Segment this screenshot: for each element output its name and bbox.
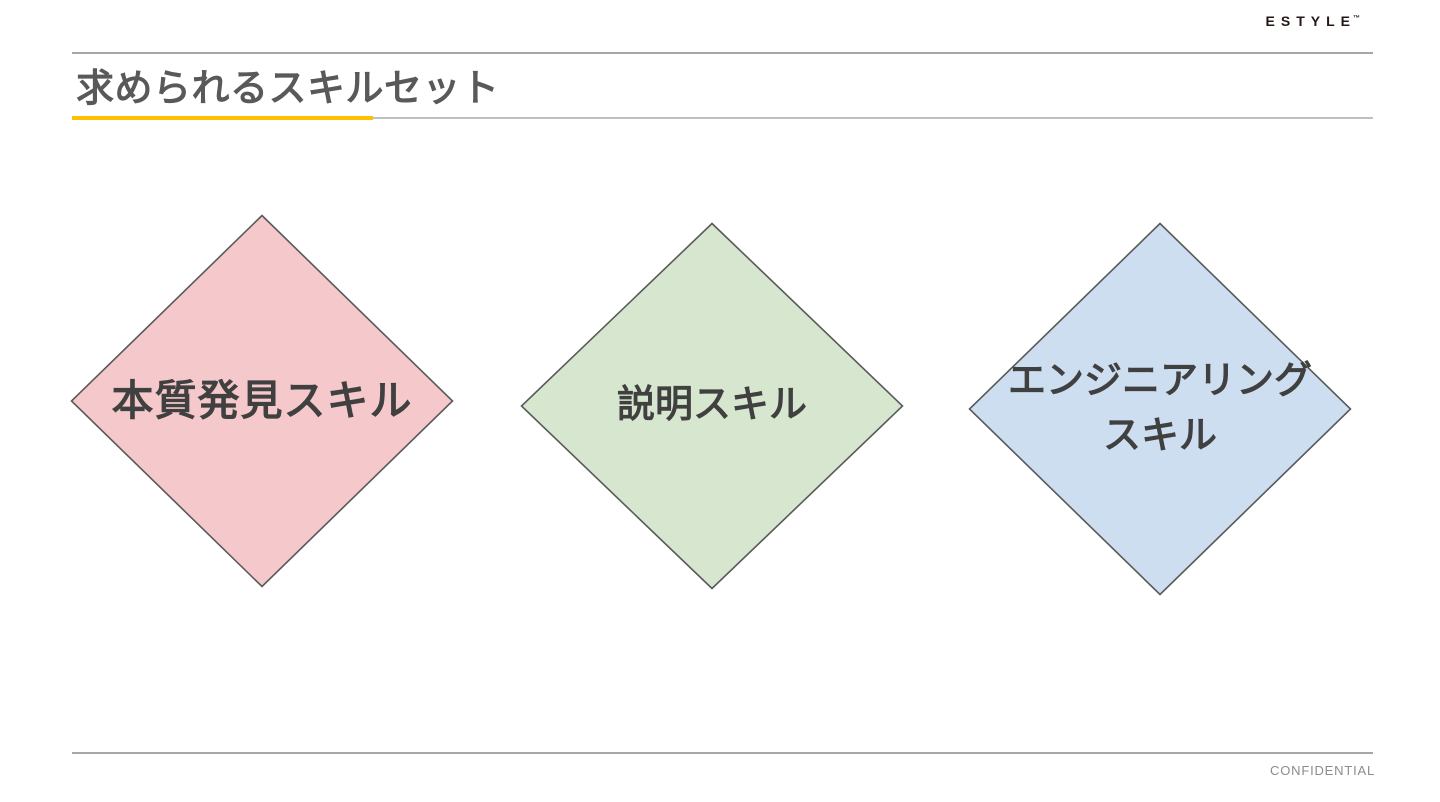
header-divider — [72, 52, 1373, 54]
diamond-shape — [70, 214, 454, 588]
estyle-logo-text: ESTYLE — [1265, 13, 1356, 29]
page-title: 求められるスキルセット — [76, 68, 500, 110]
diamond-polygon — [520, 222, 904, 590]
diamond-polygon — [70, 214, 454, 588]
diamond-shape — [520, 222, 904, 590]
diamond-engineering-skill: エンジニアリング スキル — [968, 222, 1352, 596]
diamond-shape — [968, 222, 1352, 596]
diamond-label: エンジニアリング スキル — [1007, 359, 1312, 457]
diamond-label: 本質発見スキル — [111, 376, 413, 424]
estyle-logo: ESTYLE™ — [1266, 13, 1360, 29]
trademark-symbol: ™ — [1353, 15, 1360, 23]
diamond-polygon — [968, 222, 1352, 596]
diamond-essence-discovery-skill: 本質発見スキル — [70, 214, 454, 588]
title-divider — [72, 117, 1373, 119]
diamond-explanation-skill: 説明スキル — [520, 222, 904, 590]
confidential-label: CONFIDENTIAL — [1270, 763, 1375, 778]
title-accent-underline — [72, 115, 373, 120]
footer-divider — [72, 752, 1373, 754]
diamond-label: 説明スキル — [616, 384, 807, 427]
